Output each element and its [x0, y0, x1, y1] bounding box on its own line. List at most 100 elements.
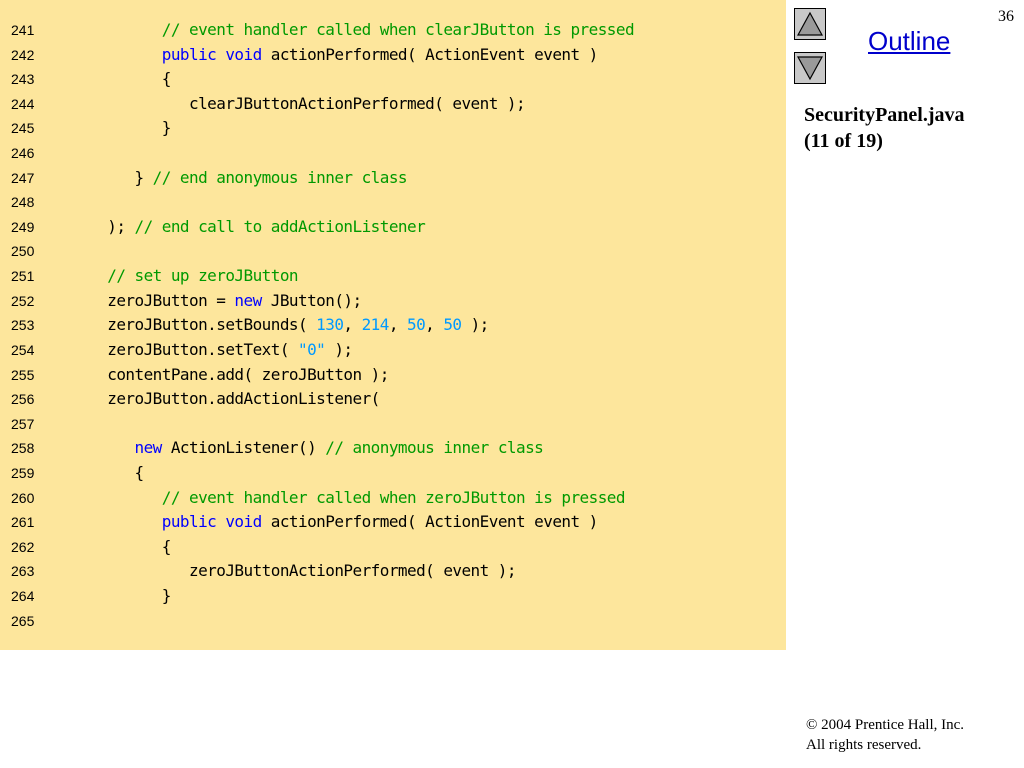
- code-text: {: [80, 535, 172, 559]
- code-text: zeroJButton.addActionListener(: [80, 387, 380, 411]
- line-number: 249: [11, 218, 35, 235]
- triangle-up-icon: [796, 11, 824, 36]
- code-text: clearJButtonActionPerformed( event );: [80, 92, 526, 116]
- line-number: 264: [11, 588, 35, 605]
- code-token: ,: [343, 315, 362, 335]
- previous-slide-button[interactable]: [794, 8, 826, 40]
- code-line: 261 public void actionPerformed( ActionE…: [0, 510, 786, 535]
- code-line: 248: [0, 190, 786, 215]
- code-text: }: [80, 116, 172, 140]
- code-keyword: public: [161, 512, 217, 532]
- code-line: 257: [0, 412, 786, 437]
- code-comment: // set up zeroJButton: [107, 266, 298, 286]
- code-comment: // anonymous inner class: [325, 438, 544, 458]
- code-line: 258 new ActionListener() // anonymous in…: [0, 436, 786, 461]
- code-text: {: [80, 461, 144, 485]
- code-token: actionPerformed( ActionEvent event ): [261, 44, 599, 64]
- rights-line: All rights reserved.: [806, 737, 922, 753]
- code-line: 264 }: [0, 584, 786, 609]
- code-comment: // end anonymous inner class: [152, 167, 408, 187]
- code-text: }: [80, 584, 172, 608]
- line-number: 261: [11, 514, 35, 531]
- code-keyword: void: [225, 512, 262, 532]
- code-token: zeroJButtonActionPerformed( event );: [80, 561, 517, 581]
- code-line: 244 clearJButtonActionPerformed( event )…: [0, 92, 786, 117]
- code-line: 252 zeroJButton = new JButton();: [0, 289, 786, 314]
- code-token: zeroJButton.setText(: [80, 339, 298, 359]
- line-number: 260: [11, 489, 35, 506]
- code-token: zeroJButton.addActionListener(: [80, 389, 380, 409]
- code-token: [80, 45, 162, 64]
- code-token: }: [80, 118, 172, 138]
- code-line: 254 zeroJButton.setText( "0" );: [0, 338, 786, 363]
- caption-filename: SecurityPanel.java: [804, 104, 965, 126]
- code-comment: // event handler called when zeroJButton…: [161, 487, 626, 507]
- line-number: 245: [11, 120, 35, 137]
- line-number: 252: [11, 292, 35, 309]
- line-number: 258: [11, 440, 35, 457]
- code-line: 262 {: [0, 535, 786, 560]
- code-literal: 214: [361, 315, 390, 335]
- code-text: contentPane.add( zeroJButton );: [80, 363, 389, 387]
- code-line: 242 public void actionPerformed( ActionE…: [0, 43, 786, 68]
- code-token: contentPane.add( zeroJButton );: [80, 364, 389, 384]
- code-line: 255 contentPane.add( zeroJButton );: [0, 363, 786, 388]
- code-text: public void actionPerformed( ActionEvent…: [80, 43, 599, 67]
- line-number: 257: [11, 415, 35, 432]
- line-number: 263: [11, 563, 35, 580]
- line-number: 256: [11, 391, 35, 408]
- code-token: [80, 512, 162, 531]
- code-token: {: [80, 69, 172, 89]
- code-token: [216, 45, 225, 64]
- code-token: );: [325, 339, 353, 359]
- line-number: 242: [11, 46, 35, 63]
- code-line: 265: [0, 609, 786, 634]
- slide-number: 36: [998, 8, 1014, 25]
- code-line: 253 zeroJButton.setBounds( 130, 214, 50,…: [0, 313, 786, 338]
- next-slide-button[interactable]: [794, 52, 826, 84]
- code-line: 246: [0, 141, 786, 166]
- line-number: 247: [11, 169, 35, 186]
- slide-caption: SecurityPanel.java (11 of 19): [804, 102, 965, 154]
- code-literal: 50: [443, 315, 462, 335]
- line-number: 251: [11, 268, 35, 285]
- line-number: 248: [11, 194, 35, 211]
- code-token: [80, 266, 107, 285]
- code-token: }: [80, 167, 153, 187]
- code-text: new ActionListener() // anonymous inner …: [80, 436, 544, 460]
- line-number: 250: [11, 243, 35, 260]
- code-token: );: [461, 315, 490, 335]
- code-token: ActionListener(): [161, 438, 326, 458]
- outline-link[interactable]: Outline: [868, 26, 951, 56]
- line-number: 241: [11, 22, 35, 38]
- code-text: ); // end call to addActionListener: [80, 215, 425, 239]
- caption-page-count: (11 of 19): [804, 130, 883, 152]
- code-token: zeroJButton.setBounds(: [80, 315, 317, 335]
- code-text: public void actionPerformed( ActionEvent…: [80, 510, 599, 534]
- triangle-down-icon: [796, 56, 824, 81]
- code-text: // event handler called when clearJButto…: [80, 18, 635, 42]
- code-line: 250: [0, 239, 786, 264]
- code-text: {: [80, 67, 172, 91]
- code-text: // event handler called when zeroJButton…: [80, 486, 626, 510]
- code-token: zeroJButton =: [80, 290, 235, 310]
- code-line: 251 // set up zeroJButton: [0, 264, 786, 289]
- code-line: 241 // event handler called when clearJB…: [0, 18, 786, 43]
- code-token: ,: [388, 315, 407, 335]
- code-text: zeroJButton = new JButton();: [80, 289, 362, 313]
- code-line: 260 // event handler called when zeroJBu…: [0, 486, 786, 511]
- code-listing-panel: 241 // event handler called when clearJB…: [0, 0, 786, 650]
- line-number: 253: [11, 317, 35, 334]
- code-text: // set up zeroJButton: [80, 264, 298, 288]
- code-text: zeroJButton.setBounds( 130, 214, 50, 50 …: [80, 313, 489, 337]
- code-comment: // event handler called when clearJButto…: [161, 20, 635, 39]
- code-line: 259 {: [0, 461, 786, 486]
- code-token: ,: [425, 315, 444, 335]
- code-keyword: new: [234, 290, 262, 310]
- code-lines: 241 // event handler called when clearJB…: [0, 18, 786, 633]
- code-token: [80, 20, 162, 39]
- code-line: 256 zeroJButton.addActionListener(: [0, 387, 786, 412]
- line-number: 244: [11, 95, 35, 112]
- code-literal: 130: [316, 315, 344, 335]
- line-number: 262: [11, 538, 35, 555]
